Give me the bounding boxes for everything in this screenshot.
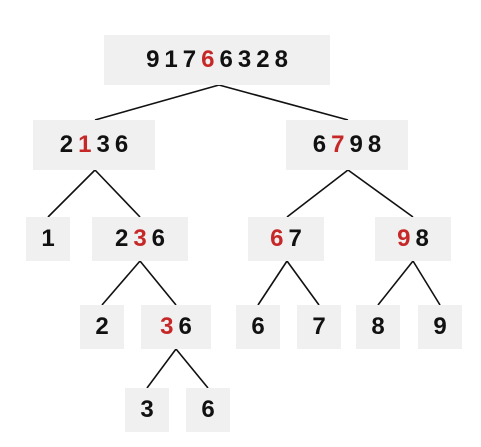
digit: 2 (95, 313, 109, 340)
tree-edge-n0-n2 (218, 84, 349, 121)
tree-node-n9: 6 (236, 305, 280, 349)
digit: 6 (219, 46, 233, 73)
pivot-digit: 6 (201, 46, 215, 73)
digit: 9 (349, 131, 363, 158)
digit: 3 (96, 131, 110, 158)
digit: 8 (367, 131, 382, 158)
tree-node-n12: 9 (418, 305, 462, 349)
digit: 6 (178, 313, 192, 340)
digit: 2 (114, 225, 129, 252)
digit: 8 (371, 313, 385, 340)
tree-node-n13: 3 (125, 388, 169, 432)
tree-edge-n1-n3 (47, 169, 96, 218)
tree-edge-n6-n11 (377, 260, 414, 306)
pivot-digit: 9 (397, 225, 411, 252)
digit: 7 (182, 46, 197, 73)
digit: 7 (312, 313, 326, 340)
digit: 9 (146, 46, 160, 73)
digit: 1 (41, 225, 55, 252)
tree-node-n7: 2 (80, 305, 124, 349)
digit: 3 (237, 46, 252, 73)
digit: 6 (201, 396, 215, 423)
pivot-digit: 3 (160, 313, 174, 340)
digit: 6 (151, 225, 166, 252)
tree-node-n3: 1 (26, 217, 70, 261)
tree-edge-n6-n12 (412, 260, 441, 306)
tree-node-n10: 7 (297, 305, 341, 349)
digit: 9 (433, 313, 447, 340)
tree-edge-n2-n6 (347, 169, 414, 218)
digit: 2 (59, 131, 74, 158)
digit: 6 (114, 131, 129, 158)
tree-edge-n5-n10 (286, 260, 320, 306)
tree-edge-n4-n8 (139, 260, 177, 306)
pivot-digit: 6 (270, 225, 284, 252)
pivot-digit: 1 (78, 131, 92, 158)
tree-edge-n4-n7 (101, 260, 141, 306)
tree-edge-n5-n9 (257, 260, 288, 306)
digit: 1 (164, 46, 178, 73)
digit: 3 (140, 396, 154, 423)
digit: 8 (274, 46, 288, 73)
tree-edge-n8-n13 (146, 348, 177, 389)
pivot-digit: 3 (133, 225, 147, 252)
tree-edge-n1-n4 (94, 169, 141, 218)
tree-node-n14: 6 (186, 388, 230, 432)
digit: 6 (312, 131, 327, 158)
tree-node-n11: 8 (356, 305, 400, 349)
digit: 2 (256, 46, 270, 73)
pivot-digit: 7 (331, 131, 345, 158)
digit: 8 (415, 225, 429, 252)
digit: 7 (288, 225, 302, 252)
tree-edge-n0-n1 (94, 84, 220, 121)
tree-edge-n8-n14 (175, 348, 209, 389)
tree-edge-n2-n5 (286, 169, 349, 218)
digit: 6 (251, 313, 265, 340)
